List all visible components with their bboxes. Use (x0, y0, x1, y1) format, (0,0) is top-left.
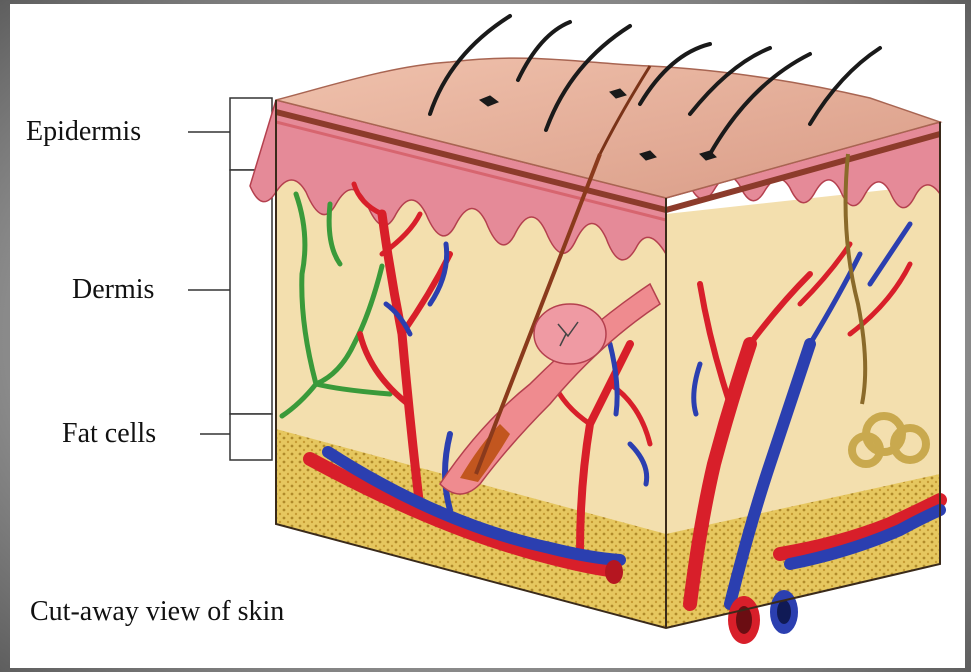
label-leader-lines (188, 132, 230, 434)
fat-cells-label: Fat cells (62, 420, 156, 448)
epidermis-label: Epidermis (26, 118, 141, 146)
diagram-panel: Epidermis Dermis Fat cells Cut-away view… (10, 4, 965, 668)
diagram-caption: Cut-away view of skin (30, 598, 284, 626)
skin-cross-section (10, 4, 965, 668)
dermis-label: Dermis (72, 276, 154, 304)
